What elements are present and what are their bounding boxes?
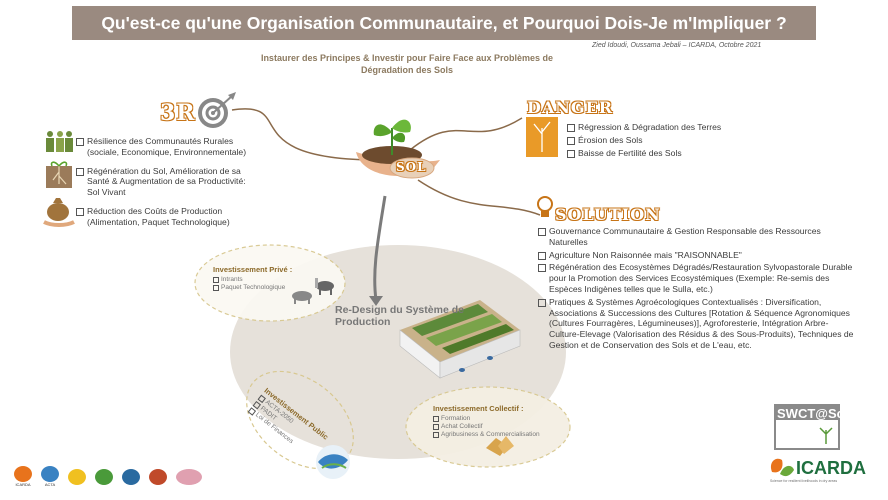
list-item: Achat Collectif [433, 423, 540, 431]
livestock-icon [292, 278, 334, 304]
icarda-leaf-icon [770, 458, 794, 477]
bulb-icon [537, 196, 553, 217]
heading-3r: 3R [159, 99, 196, 126]
private-investment-title: Investissement Privé : [213, 265, 293, 274]
list-3r: Résilience des Communautés Rurales(socia… [76, 136, 286, 230]
list-item: Formation [433, 415, 540, 423]
collective-investment-ellipse [405, 386, 571, 468]
curve-3r [231, 108, 381, 161]
collective-investment: Investissement Collectif : Formation Ach… [433, 404, 540, 439]
list-item: Agribusiness & Commercialisation [433, 431, 540, 439]
list-item: Paquet Technologique [213, 284, 292, 292]
partner-logo [149, 468, 167, 485]
arrow-down [373, 195, 387, 301]
list-danger: Régression & Dégradation des Terres Éros… [567, 122, 727, 160]
people-icon [46, 131, 73, 152]
subtitle: Instaurer des Principes & Investir pour … [260, 53, 554, 75]
partner-logos: ICARDA ACTA [14, 466, 202, 487]
list-item: Régénération des Ecosystèmes Dégradés/Re… [538, 262, 858, 294]
list-item: Réduction des Coûts de Production(Alimen… [76, 206, 286, 228]
icarda-logo: ICARDA [796, 458, 866, 478]
target-icon [198, 92, 236, 128]
heading-danger: DANGER [526, 97, 614, 117]
partner-logo [176, 468, 202, 485]
list-item: Résilience des Communautés Rurales(socia… [76, 136, 286, 158]
list-solution: Gouvernance Communautaire & Gestion Resp… [538, 226, 858, 353]
danger-image [526, 117, 558, 157]
swc-logo-box [774, 404, 840, 450]
list-item: Agriculture Non Raisonnée mais "RAISONNA… [538, 250, 858, 261]
swc-logo-label: SWCT@Scale [777, 406, 862, 421]
partner-logo [68, 468, 86, 485]
list-item: Pratiques & Systèmes Agroécologiques Con… [538, 297, 858, 351]
sol-label: SOL [395, 159, 427, 174]
author-credit: Zied Idoudi, Oussama Jebali – ICARDA, Oc… [592, 42, 762, 49]
list-item: Érosion des Sols [567, 135, 727, 146]
list-item: Régression & Dégradation des Terres [567, 122, 727, 133]
list-item: Gouvernance Communautaire & Gestion Resp… [538, 226, 858, 248]
partner-logo: ACTA [41, 466, 59, 487]
icarda-tagline: Science for resilient livelihoods in dry… [770, 479, 838, 483]
money-bag-icon [43, 198, 75, 227]
handshake-icon [486, 436, 514, 456]
list-item: Baisse de Fertilité des Sols [567, 148, 727, 159]
list-item: Intrants [213, 276, 292, 284]
curve-danger [409, 117, 523, 151]
page-title: Qu'est-ce qu'une Organisation Communauta… [72, 6, 816, 40]
heading-solution: SOLUTION [554, 204, 661, 224]
public-logo [316, 445, 350, 479]
partner-logo: ICARDA [14, 466, 32, 487]
soil-root-icon [46, 161, 72, 188]
private-investment: Investissement Privé : Intrants Paquet T… [213, 265, 292, 292]
private-investment-ellipse [194, 244, 346, 322]
curve-solution [417, 179, 541, 216]
partner-logo [95, 468, 113, 485]
redesign-label: Re-Design du Système de Production [335, 304, 464, 328]
soil-hand-illustration [356, 119, 440, 179]
collective-investment-title: Investissement Collectif : [433, 404, 524, 413]
partner-logo [122, 468, 140, 485]
field-model-illustration [399, 300, 521, 379]
